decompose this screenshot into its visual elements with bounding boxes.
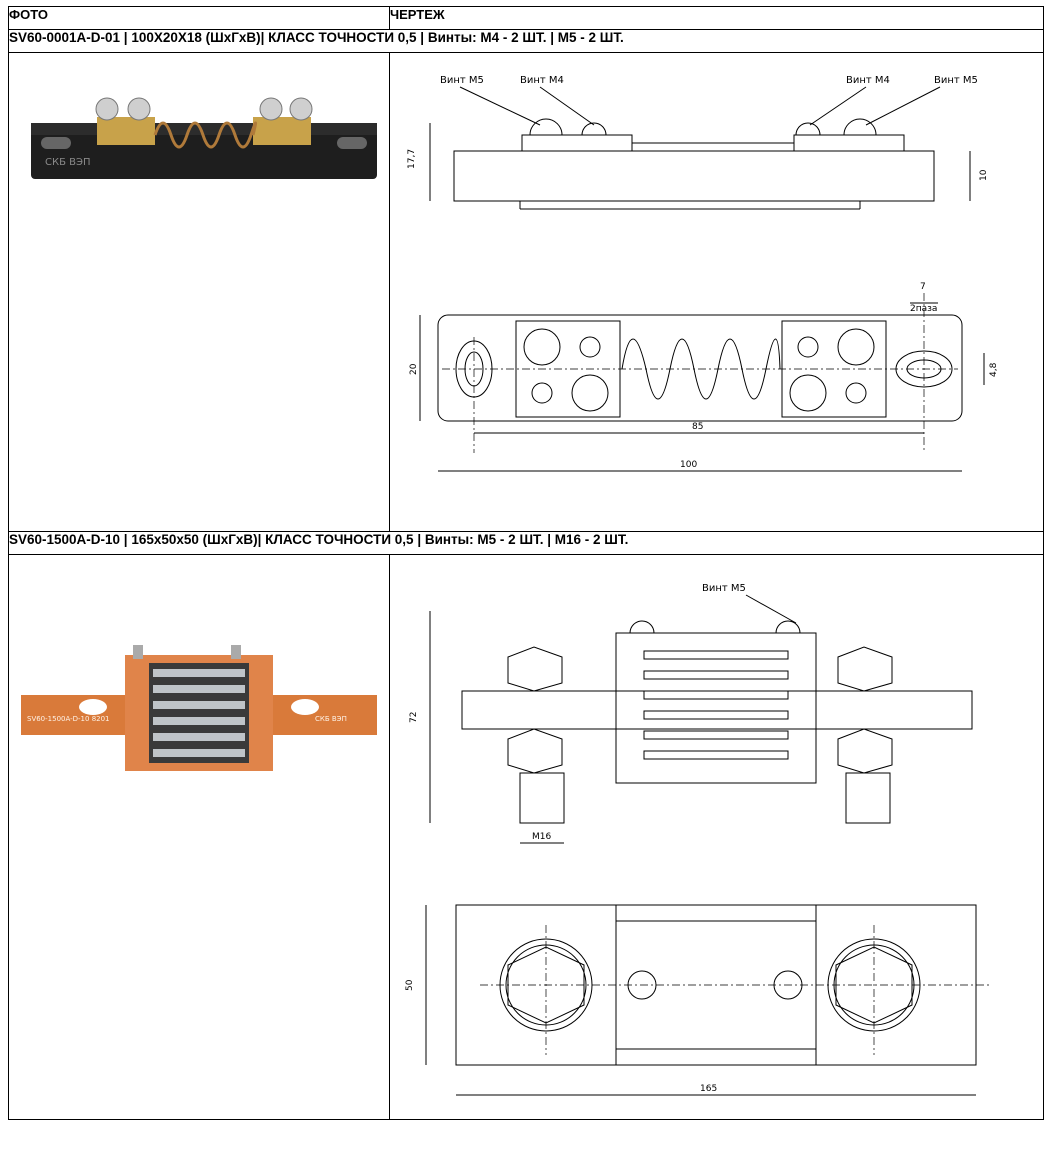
header-row: ФОТО ЧЕРТЕЖ <box>8 6 1044 30</box>
item-1-label-screw-m4-left: Винт М4 <box>520 75 564 86</box>
item-2-photo-marking-right: СКБ ВЭП <box>315 715 347 723</box>
item-1-drawing-cell: Винт М5 Винт М4 Винт М4 Винт М5 17,7 10 … <box>389 52 1044 532</box>
item-1-row: СКБ ВЭП <box>8 52 1044 532</box>
item-2-dim-depth: 50 <box>405 979 415 991</box>
item-1-drawing: Винт М5 Винт М4 Винт М4 Винт М5 17,7 10 … <box>407 75 999 472</box>
item-2-spec: SV60-1500A-D-10 | 165x50x50 (ШхГхВ)| КЛА… <box>8 531 1044 555</box>
item-1-dim-width: 20 <box>409 363 419 375</box>
item-1-dim-base-height: 10 <box>979 169 989 181</box>
item-2-photo-cell: SV60-1500A-D-10 8201 СКБ ВЭП <box>8 554 390 1120</box>
item-1-spec-row: SV60-0001A-D-01 | 100X20X18 (ШхГхВ)| КЛА… <box>8 29 1044 53</box>
drawing-column-header: ЧЕРТЕЖ <box>389 6 1044 30</box>
item-1-photo: СКБ ВЭП <box>31 97 377 179</box>
item-1-dim-slot-height: 4,8 <box>989 362 999 377</box>
item-2-dim-height: 72 <box>409 712 419 723</box>
photo-column-header: ФОТО <box>8 6 390 30</box>
item-2-dim-length: 165 <box>700 1084 717 1094</box>
item-2-photo-marking: SV60-1500A-D-10 8201 <box>27 715 110 723</box>
item-1-dim-slots: 2паза <box>910 304 937 314</box>
item-1-dim-slot-width: 7 <box>920 282 926 292</box>
item-2-row: SV60-1500A-D-10 8201 СКБ ВЭП <box>8 554 1044 1120</box>
item-2-spec-row: SV60-1500A-D-10 | 165x50x50 (ШхГхВ)| КЛА… <box>8 531 1044 555</box>
item-1-label-screw-m5-right: Винт М5 <box>934 75 978 86</box>
item-1-photo-cell: СКБ ВЭП <box>8 52 390 532</box>
item-1-dim-height: 17,7 <box>407 149 417 169</box>
item-1-spec: SV60-0001A-D-01 | 100X20X18 (ШхГхВ)| КЛА… <box>8 29 1044 53</box>
spec-table: ФОТО ЧЕРТЕЖ SV60-0001A-D-01 | 100X20X18 … <box>8 6 1044 1120</box>
item-2-label-screw-m5: Винт М5 <box>702 583 746 594</box>
item-1-dim-length: 100 <box>680 460 697 470</box>
item-1-label-screw-m4-right: Винт М4 <box>846 75 890 86</box>
item-2-photo: SV60-1500A-D-10 8201 СКБ ВЭП <box>21 645 377 771</box>
item-1-photo-marking: СКБ ВЭП <box>45 157 90 168</box>
item-2-label-thread: М16 <box>532 832 551 842</box>
item-1-dim-hole-span: 85 <box>692 422 703 432</box>
item-1-label-screw-m5-left: Винт М5 <box>440 75 484 86</box>
item-2-drawing-cell: Винт М5 М16 72 50 165 <box>389 554 1044 1120</box>
item-2-drawing: Винт М5 М16 72 50 165 <box>405 583 990 1096</box>
